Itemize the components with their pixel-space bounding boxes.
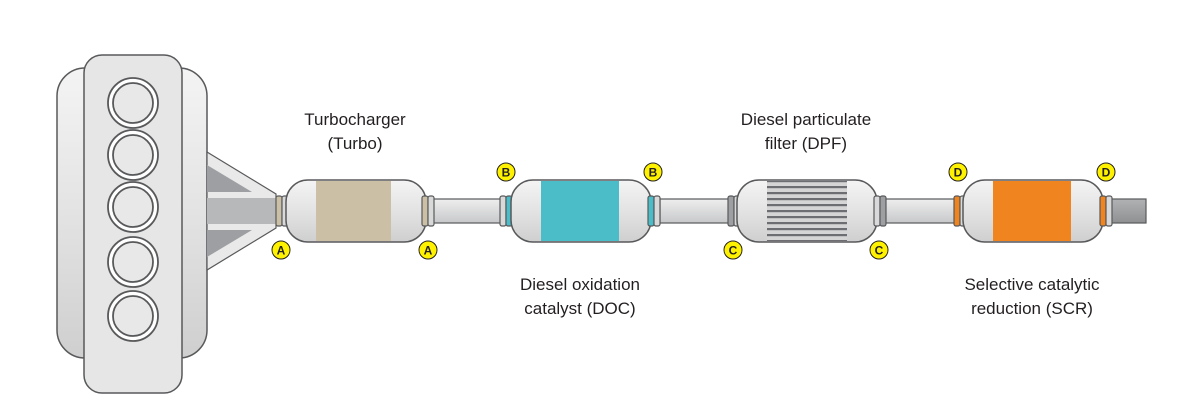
selective-catalytic-reduction [953,179,1113,243]
exhaust-manifold [206,150,277,272]
pipe-dpf-scr [883,198,957,224]
svg-text:A: A [277,244,286,258]
pipe-doc-dpf [659,198,731,224]
marker-c-dpf-outlet: C [869,240,889,260]
cylinder [112,186,154,228]
turbo-core [316,181,391,241]
turbocharger [275,179,435,243]
doc-label-line1: Diesel oxidation [520,275,640,294]
marker-d-scr-inlet: D [948,162,968,182]
dpf-label-line1: Diesel particulate [741,110,871,129]
diesel-oxidation-catalyst [499,179,661,243]
doc-inlet-coupling [499,195,513,227]
cylinders [107,77,159,342]
turbo-outlet-coupling [421,195,435,227]
marker-b-doc-inlet: B [496,162,516,182]
svg-text:D: D [1102,166,1111,180]
svg-text:D: D [954,166,963,180]
doc-core [541,181,619,241]
cylinder [112,295,154,337]
scr-core [993,181,1071,241]
marker-b-doc-outlet: B [643,162,663,182]
dpf-label-line2: filter (DPF) [765,134,847,153]
svg-text:C: C [729,244,738,258]
scr-label-line1: Selective catalytic [964,275,1100,294]
marker-a-turbo-inlet: A [271,240,291,260]
diesel-particulate-filter [727,179,887,243]
svg-text:B: B [502,166,511,180]
marker-c-dpf-inlet: C [723,240,743,260]
scr-outlet-coupling [1099,195,1113,227]
turbo-label-line1: Turbocharger [304,110,406,129]
engine [56,54,208,394]
component-labels: Turbocharger (Turbo) Diesel oxidation ca… [304,110,1100,318]
doc-label-line2: catalyst (DOC) [524,299,635,318]
cylinder [112,134,154,176]
cylinder [112,82,154,124]
tailpipe [1107,198,1147,224]
cylinder [112,241,154,283]
dpf-outlet-coupling [873,195,887,227]
marker-d-scr-outlet: D [1096,162,1116,182]
pipe-turbo-doc [431,198,503,224]
doc-outlet-coupling [647,195,661,227]
svg-text:C: C [875,244,884,258]
turbo-label-line2: (Turbo) [327,134,382,153]
marker-badges: A A B B C C D D [271,162,1116,260]
svg-text:B: B [649,166,658,180]
marker-a-turbo-outlet: A [418,240,438,260]
scr-label-line2: reduction (SCR) [971,299,1093,318]
dpf-core [767,181,847,241]
svg-text:A: A [424,244,433,258]
